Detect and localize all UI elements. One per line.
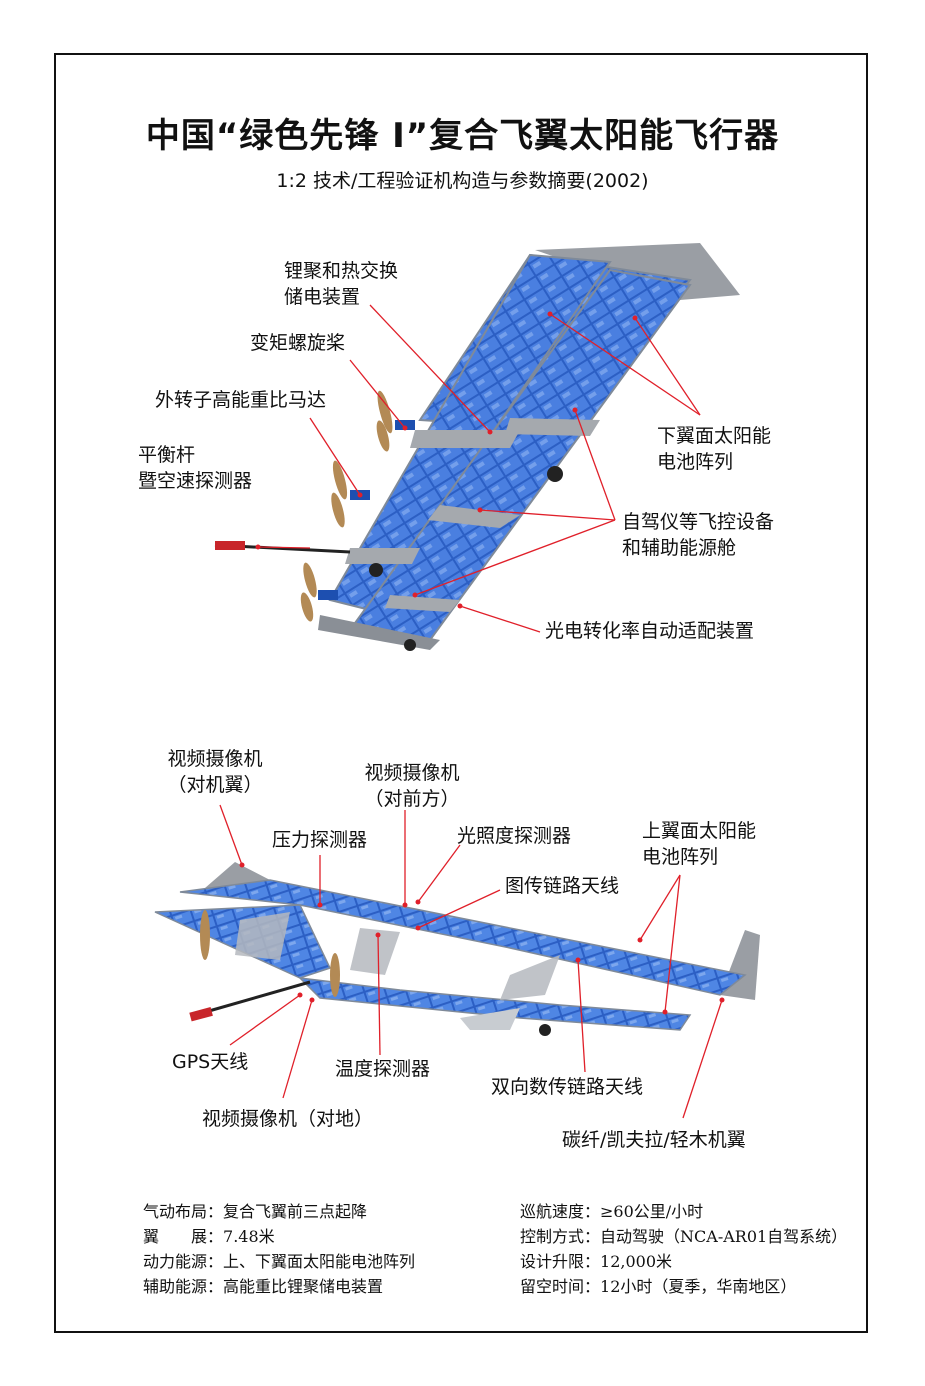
label-cam-wing-line2: （对机翼） bbox=[167, 774, 263, 796]
spec-value: ≥60公里/小时 bbox=[600, 1202, 704, 1221]
label-datalink: 双向数传链路天线 bbox=[491, 1076, 644, 1098]
spec-power: 动力能源：上、下翼面太阳能电池阵列 bbox=[143, 1250, 415, 1274]
bottom-leader-lines bbox=[219, 804, 723, 1119]
page-subtitle: 1:2 技术/工程验证机构造与参数摘要(2002) bbox=[276, 170, 649, 192]
label-autopilot: 自驾仪等飞控设备 和辅助能源舱 bbox=[622, 509, 774, 561]
spec-value: 自动驾驶（NCA-AR01自驾系统） bbox=[600, 1227, 848, 1246]
label-cam-front: 视频摄像机 （对前方） bbox=[342, 760, 482, 812]
spec-value: 12小时（夏季，华南地区） bbox=[600, 1277, 797, 1296]
label-temperature: 温度探测器 bbox=[335, 1058, 431, 1080]
spec-value: 复合飞翼前三点起降 bbox=[223, 1202, 368, 1221]
label-light: 光照度探测器 bbox=[457, 825, 572, 847]
label-lower-solar-line1: 下翼面太阳能 bbox=[657, 425, 772, 447]
page-title: 中国“绿色先锋 I”复合飞翼太阳能飞行器 bbox=[145, 116, 780, 156]
page-frame bbox=[54, 53, 868, 1333]
spec-endurance: 留空时间：12小时（夏季，华南地区） bbox=[520, 1275, 796, 1299]
label-lower-solar: 下翼面太阳能 电池阵列 bbox=[657, 423, 771, 475]
spec-value: 高能重比锂聚储电装置 bbox=[223, 1277, 384, 1296]
label-battery-line1: 锂聚和热交换 bbox=[284, 260, 399, 282]
label-cam-wing-line1: 视频摄像机 bbox=[167, 748, 263, 770]
bottom-aircraft bbox=[154, 862, 760, 1036]
label-cam-wing: 视频摄像机 （对机翼） bbox=[145, 746, 285, 798]
spec-value: 12,000米 bbox=[600, 1252, 673, 1271]
spec-span: 翼 展：7.48米 bbox=[143, 1225, 275, 1249]
spec-key: 巡航速度： bbox=[520, 1202, 601, 1221]
label-cam-front-line1: 视频摄像机 bbox=[364, 762, 460, 784]
label-wing-material: 碳纤/凯夫拉/轻木机翼 bbox=[562, 1129, 746, 1151]
spec-key: 翼 展： bbox=[143, 1227, 224, 1246]
label-lower-solar-line2: 电池阵列 bbox=[657, 451, 734, 473]
spec-value: 上、下翼面太阳能电池阵列 bbox=[223, 1252, 416, 1271]
label-battery: 锂聚和热交换 储电装置 bbox=[284, 258, 398, 310]
spec-key: 辅助能源： bbox=[143, 1277, 224, 1296]
label-balance-line2: 暨空速探测器 bbox=[138, 470, 253, 492]
spec-ceiling: 设计升限：12,000米 bbox=[520, 1250, 672, 1274]
label-balance-rod: 平衡杆 暨空速探测器 bbox=[138, 442, 252, 494]
spec-key: 留空时间： bbox=[520, 1277, 601, 1296]
label-upper-solar: 上翼面太阳能 电池阵列 bbox=[642, 818, 756, 870]
label-upper-solar-line2: 电池阵列 bbox=[642, 846, 719, 868]
label-photo-adapt: 光电转化率自动适配装置 bbox=[545, 620, 755, 642]
spec-key: 控制方式： bbox=[520, 1227, 601, 1246]
label-image-link: 图传链路天线 bbox=[505, 875, 620, 897]
label-balance-line1: 平衡杆 bbox=[138, 444, 196, 466]
label-cam-front-line2: （对前方） bbox=[364, 788, 460, 810]
label-propeller: 变矩螺旋桨 bbox=[250, 332, 346, 354]
spec-key: 气动布局： bbox=[143, 1202, 224, 1221]
label-upper-solar-line1: 上翼面太阳能 bbox=[642, 820, 757, 842]
spec-control: 控制方式：自动驾驶（NCA-AR01自驾系统） bbox=[520, 1225, 847, 1249]
label-battery-line2: 储电装置 bbox=[284, 286, 361, 308]
leader-dots bbox=[239, 311, 725, 1015]
label-autopilot-line1: 自驾仪等飞控设备 bbox=[622, 511, 775, 533]
spec-layout: 气动布局：复合飞翼前三点起降 bbox=[143, 1200, 367, 1224]
spec-value: 7.48米 bbox=[223, 1227, 275, 1246]
spec-aux-power: 辅助能源：高能重比锂聚储电装置 bbox=[143, 1275, 383, 1299]
label-cam-ground: 视频摄像机（对地） bbox=[202, 1108, 374, 1130]
label-autopilot-line2: 和辅助能源舱 bbox=[622, 537, 737, 559]
label-gps: GPS天线 bbox=[172, 1051, 249, 1073]
spec-key: 设计升限： bbox=[520, 1252, 601, 1271]
label-motor: 外转子高能重比马达 bbox=[155, 389, 327, 411]
top-leader-lines bbox=[257, 304, 701, 633]
spec-key: 动力能源： bbox=[143, 1252, 224, 1271]
top-aircraft bbox=[214, 243, 740, 651]
spec-cruise: 巡航速度：≥60公里/小时 bbox=[520, 1200, 703, 1224]
label-pressure: 压力探测器 bbox=[272, 829, 368, 851]
